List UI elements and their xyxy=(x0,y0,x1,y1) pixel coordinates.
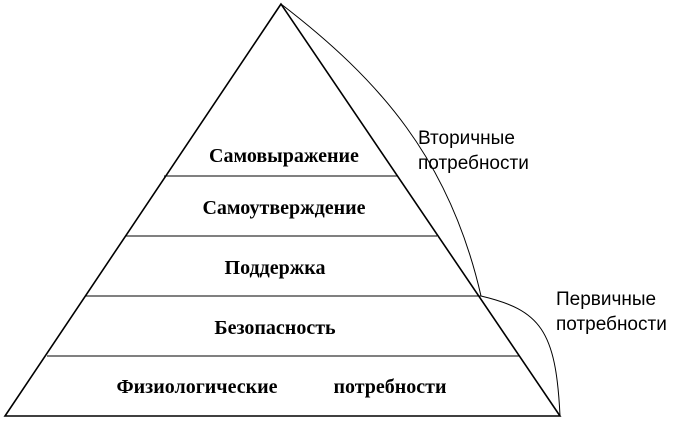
secondary-needs-brace xyxy=(280,3,482,297)
level-label-physiological-needs: потребности xyxy=(333,376,446,398)
primary-needs-brace xyxy=(480,295,561,417)
level-label-self-expression: Самовыражение xyxy=(209,145,359,167)
level-label-physiological: Физиологические xyxy=(116,376,277,398)
pyramid-outline xyxy=(3,2,562,417)
secondary-needs-label-line1: Вторичные xyxy=(418,128,515,149)
level-label-self-affirmation: Самоутверждение xyxy=(202,197,365,219)
level-label-safety: Безопасность xyxy=(214,317,336,339)
level-label-support: Поддержка xyxy=(225,257,326,279)
primary-needs-label-line2: потребности xyxy=(556,314,667,335)
secondary-needs-label-line2: потребности xyxy=(418,153,529,174)
primary-needs-label-line1: Первичные xyxy=(556,289,656,310)
